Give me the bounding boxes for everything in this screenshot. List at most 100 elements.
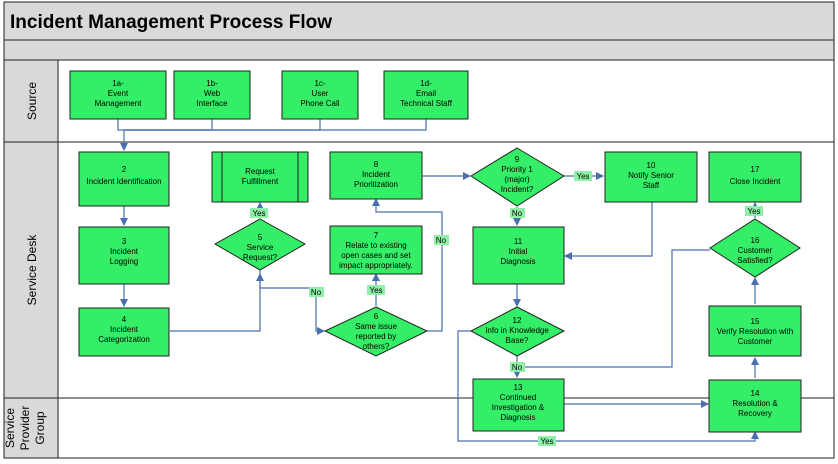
svg-text:7: 7 <box>374 231 379 240</box>
svg-text:Service: Service <box>247 243 274 252</box>
box-2: 2 Incident Identification <box>78 151 170 207</box>
svg-text:13: 13 <box>514 383 523 392</box>
box-1b: 1b- Web Interface <box>173 70 251 120</box>
svg-text:16: 16 <box>751 236 760 245</box>
svg-text:Request: Request <box>245 167 276 176</box>
svg-text:14: 14 <box>751 389 760 398</box>
box-4: 4 Incident Categorization <box>78 307 170 357</box>
tag-yes-16: Yes <box>745 206 763 216</box>
svg-text:4: 4 <box>122 315 127 324</box>
tag-no-12: No <box>510 362 525 372</box>
svg-text:Incident?: Incident? <box>501 185 534 194</box>
svg-text:1c-: 1c- <box>314 79 325 88</box>
box-1c: 1c- User Phone Call <box>281 70 359 120</box>
svg-text:No: No <box>436 236 447 245</box>
svg-text:No: No <box>512 209 523 218</box>
svg-text:1d-: 1d- <box>420 79 432 88</box>
svg-text:Logging: Logging <box>110 257 138 266</box>
svg-text:others?: others? <box>363 342 390 351</box>
svg-text:Recovery: Recovery <box>738 409 772 418</box>
svg-text:Yes: Yes <box>540 437 553 446</box>
lane-label-service-desk: Service Desk <box>25 234 39 306</box>
box-8: 8 Incident Prioritization <box>329 151 423 200</box>
tag-yes-12: Yes <box>538 436 556 446</box>
svg-text:Management: Management <box>95 99 142 108</box>
box-10: 10 Notify Senior Staff <box>604 151 698 203</box>
svg-text:No: No <box>512 363 523 372</box>
svg-text:15: 15 <box>751 317 760 326</box>
svg-text:Yes: Yes <box>747 207 760 216</box>
box-3: 3 Incident Logging <box>78 226 170 285</box>
tag-yes-6: Yes <box>367 285 385 295</box>
svg-text:Web: Web <box>204 89 221 98</box>
svg-text:reported by: reported by <box>356 332 396 341</box>
svg-text:Staff: Staff <box>643 181 660 190</box>
svg-text:Relate to existing: Relate to existing <box>345 241 406 250</box>
svg-text:Request?: Request? <box>243 253 278 262</box>
svg-text:Initial: Initial <box>509 247 528 256</box>
svg-text:Phone Call: Phone Call <box>300 99 339 108</box>
svg-text:Satisfied?: Satisfied? <box>737 256 773 265</box>
svg-text:Investigation &: Investigation & <box>492 403 545 412</box>
box-1d: 1d- Email Technical Staff <box>383 70 469 120</box>
svg-text:Email: Email <box>416 89 436 98</box>
box-15: 15 Verify Resolution with Customer <box>708 305 802 357</box>
box-11: 11 Initial Diagnosis <box>472 226 565 285</box>
svg-text:Verify Resolution with: Verify Resolution with <box>717 327 793 336</box>
box-request-fulfillment: Request Fulfillment <box>211 151 309 203</box>
svg-text:Interface: Interface <box>196 99 228 108</box>
box-13: 13 Continued Investigation & Diagnosis <box>472 378 565 432</box>
svg-text:Incident Identification: Incident Identification <box>86 177 161 186</box>
lane-label-provider-1: Service <box>3 408 17 448</box>
svg-text:Base?: Base? <box>506 336 529 345</box>
svg-text:Fulfillment: Fulfillment <box>242 177 279 186</box>
svg-text:9: 9 <box>515 155 520 164</box>
svg-text:Diagnosis: Diagnosis <box>500 413 535 422</box>
box-14: 14 Resolution & Recovery <box>708 379 802 433</box>
svg-text:Customer: Customer <box>738 337 773 346</box>
tag-yes-9: Yes <box>574 171 592 181</box>
svg-text:Incident: Incident <box>110 325 139 334</box>
svg-text:Yes: Yes <box>369 286 382 295</box>
box-17: 17 Close Incident <box>708 151 802 203</box>
lane-label-provider-3: Group <box>33 411 47 445</box>
tag-no-6: No <box>434 235 449 245</box>
diamond-12: 12 Info in Knowledge Base? <box>469 306 566 357</box>
title-bar <box>3 1 835 41</box>
box-7: 7 Relate to existing open cases and set … <box>329 225 423 275</box>
svg-text:impact appropriately.: impact appropriately. <box>339 261 413 270</box>
svg-text:6: 6 <box>374 312 379 321</box>
svg-text:1b-: 1b- <box>206 79 218 88</box>
svg-text:Customer: Customer <box>738 246 773 255</box>
lane-label-provider-2: Provider <box>18 406 32 451</box>
svg-text:1a-: 1a- <box>112 79 124 88</box>
lane-header-column <box>3 59 59 459</box>
tag-yes-5: Yes <box>250 208 268 218</box>
svg-text:10: 10 <box>647 161 656 170</box>
svg-text:11: 11 <box>514 237 523 246</box>
svg-text:17: 17 <box>751 165 760 174</box>
svg-text:3: 3 <box>122 237 127 246</box>
diamond-16: 16 Customer Satisfied? <box>709 218 801 278</box>
svg-text:Yes: Yes <box>576 172 589 181</box>
svg-text:Priority 1: Priority 1 <box>501 165 533 174</box>
box-1a: 1a- Event Management <box>69 70 167 120</box>
header-band <box>3 39 835 61</box>
svg-text:Resolution &: Resolution & <box>732 399 778 408</box>
svg-text:2: 2 <box>122 165 127 174</box>
svg-text:Info in Knowledge: Info in Knowledge <box>485 326 549 335</box>
svg-text:5: 5 <box>258 233 263 242</box>
svg-text:Yes: Yes <box>252 209 265 218</box>
tag-no-9: No <box>510 208 525 218</box>
svg-text:Incident: Incident <box>362 170 391 179</box>
svg-text:Prioritization: Prioritization <box>354 180 398 189</box>
svg-text:8: 8 <box>374 160 379 169</box>
svg-text:(major): (major) <box>504 175 530 184</box>
page-title: Incident Management Process Flow <box>10 12 332 33</box>
svg-text:Event: Event <box>108 89 129 98</box>
lane-provider <box>3 397 835 459</box>
svg-text:No: No <box>311 288 322 297</box>
diamond-6: 6 Same issue reported by others? <box>323 306 429 357</box>
svg-text:open cases and set: open cases and set <box>341 251 411 260</box>
